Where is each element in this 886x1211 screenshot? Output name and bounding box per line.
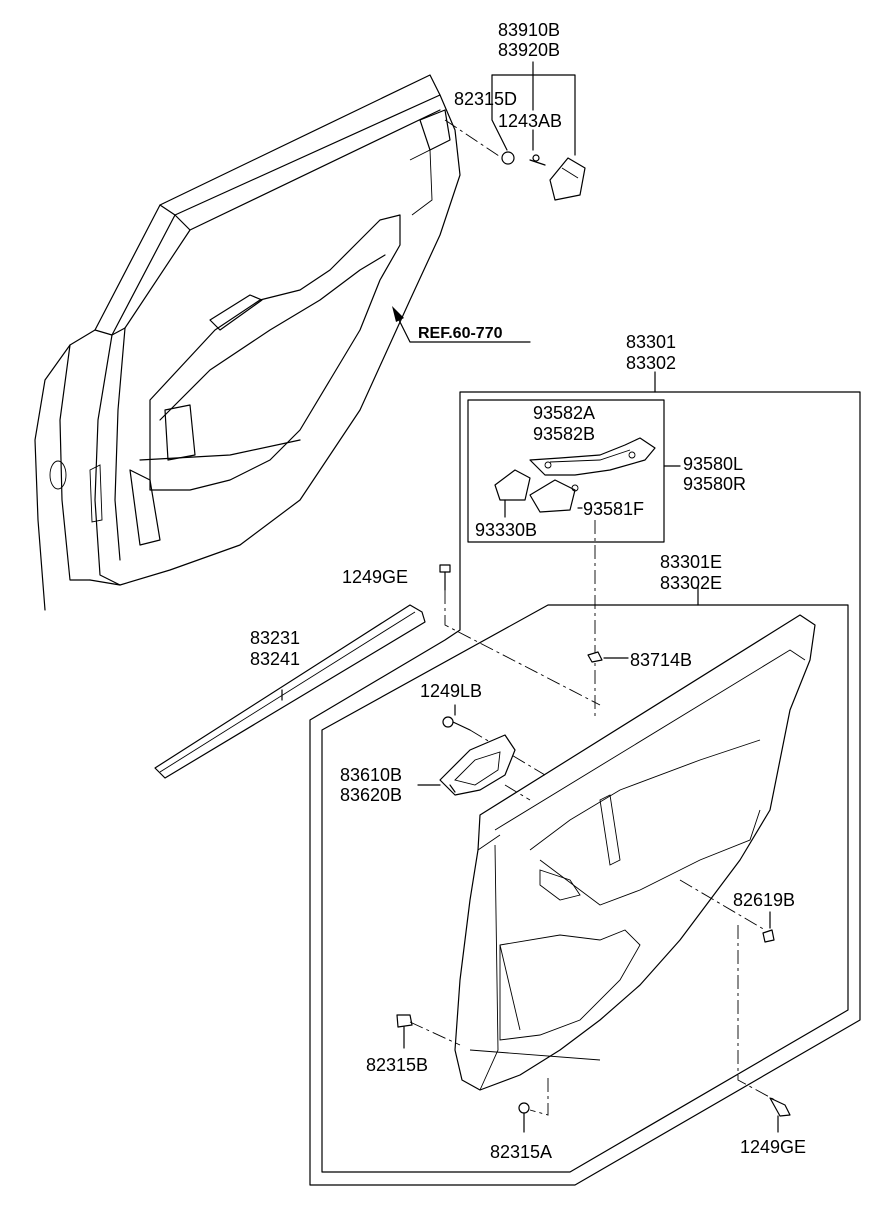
label-1249ge-top: 1249GE bbox=[342, 567, 408, 587]
label-1249ge-bottom: 1249GE bbox=[740, 1137, 806, 1157]
ref-label: REF.60-770 bbox=[418, 325, 503, 342]
label-93581f: 93581F bbox=[583, 499, 644, 519]
screw-1249ge-top bbox=[439, 564, 601, 706]
clip-82315b bbox=[396, 1014, 461, 1049]
label-82315a: 82315A bbox=[490, 1142, 552, 1162]
label-83231: 83231 bbox=[250, 628, 300, 648]
label-93580r: 93580R bbox=[683, 474, 746, 494]
label-83610b: 83610B bbox=[340, 765, 402, 785]
label-83920b: 83920B bbox=[498, 40, 560, 60]
label-83301: 83301 bbox=[626, 332, 676, 352]
label-83714b: 83714B bbox=[630, 650, 692, 670]
switch-sub-box bbox=[467, 399, 665, 543]
label-93330b: 93330B bbox=[475, 520, 537, 540]
trim-panel-box bbox=[321, 584, 849, 1173]
clip-82619b bbox=[679, 879, 776, 1101]
door-frame bbox=[34, 74, 461, 611]
mirror-cover-group bbox=[444, 61, 586, 201]
label-83910b: 83910B bbox=[498, 20, 560, 40]
label-83302: 83302 bbox=[626, 353, 676, 373]
label-93582b: 93582B bbox=[533, 424, 595, 444]
leader-handle bbox=[449, 784, 456, 793]
label-82619b: 82619B bbox=[733, 890, 795, 910]
inside-handle bbox=[417, 704, 546, 801]
clip-83714b bbox=[587, 651, 629, 663]
weatherstrip bbox=[154, 604, 426, 779]
ref-callout: REF.60-770 bbox=[392, 306, 531, 343]
label-83302e: 83302E bbox=[660, 573, 722, 593]
label-82315b: 82315B bbox=[366, 1055, 428, 1075]
outer-assembly-box bbox=[309, 371, 861, 1186]
power-window-switch bbox=[494, 437, 681, 720]
label-83301e: 83301E bbox=[660, 552, 722, 572]
clip-82315a bbox=[518, 1078, 549, 1133]
screw-1249ge-bottom bbox=[769, 1097, 791, 1133]
label-93582a: 93582A bbox=[533, 403, 595, 423]
part-labels: 83910B 83920B 82315D 1243AB 83301 83302 … bbox=[250, 20, 806, 1162]
label-1249lb: 1249LB bbox=[420, 681, 482, 701]
label-1243ab: 1243AB bbox=[498, 111, 562, 131]
label-82315d: 82315D bbox=[454, 89, 517, 109]
door-trim-panel bbox=[454, 614, 816, 1091]
label-93580l: 93580L bbox=[683, 454, 743, 474]
label-83241: 83241 bbox=[250, 649, 300, 669]
label-83620b: 83620B bbox=[340, 785, 402, 805]
